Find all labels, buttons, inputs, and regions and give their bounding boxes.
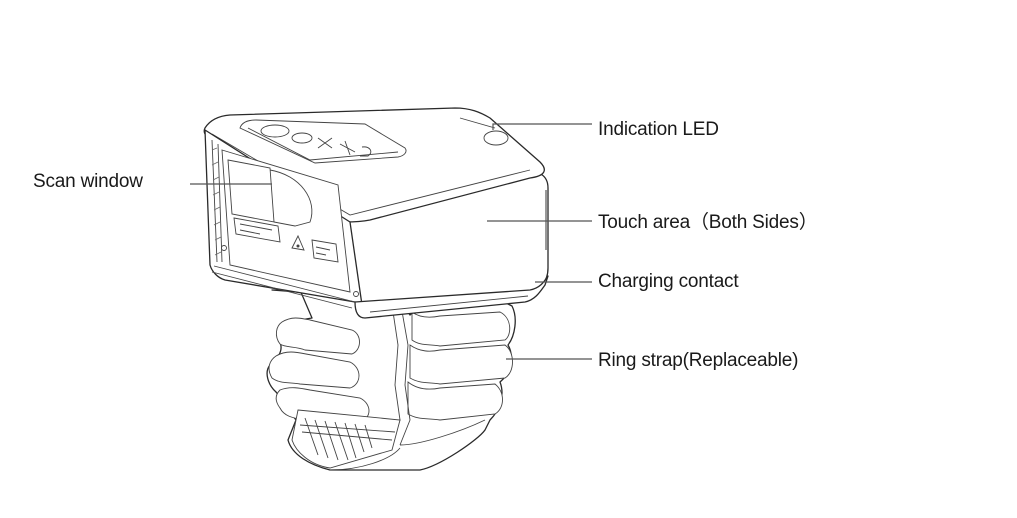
label-charging-contact: Charging contact <box>598 271 739 292</box>
ring-strap <box>266 289 516 471</box>
label-touch-area: Touch area（Both Sides） <box>598 212 818 233</box>
label-indication-led: Indication LED <box>598 119 719 140</box>
laser-warning-icon <box>291 234 305 251</box>
label-ring-strap: Ring strap(Replaceable) <box>598 350 799 371</box>
indication-led <box>483 130 509 146</box>
warning-label <box>233 217 281 243</box>
top-logo <box>260 124 372 157</box>
front-bezel-hatching <box>211 147 222 256</box>
leader-lines <box>190 123 592 360</box>
scanner-body <box>203 107 549 319</box>
strap-buckle <box>291 409 401 469</box>
leader-indication-led <box>492 123 592 130</box>
label-scan-window: Scan window <box>33 171 143 192</box>
class-label <box>311 239 339 263</box>
scan-window <box>227 159 275 223</box>
